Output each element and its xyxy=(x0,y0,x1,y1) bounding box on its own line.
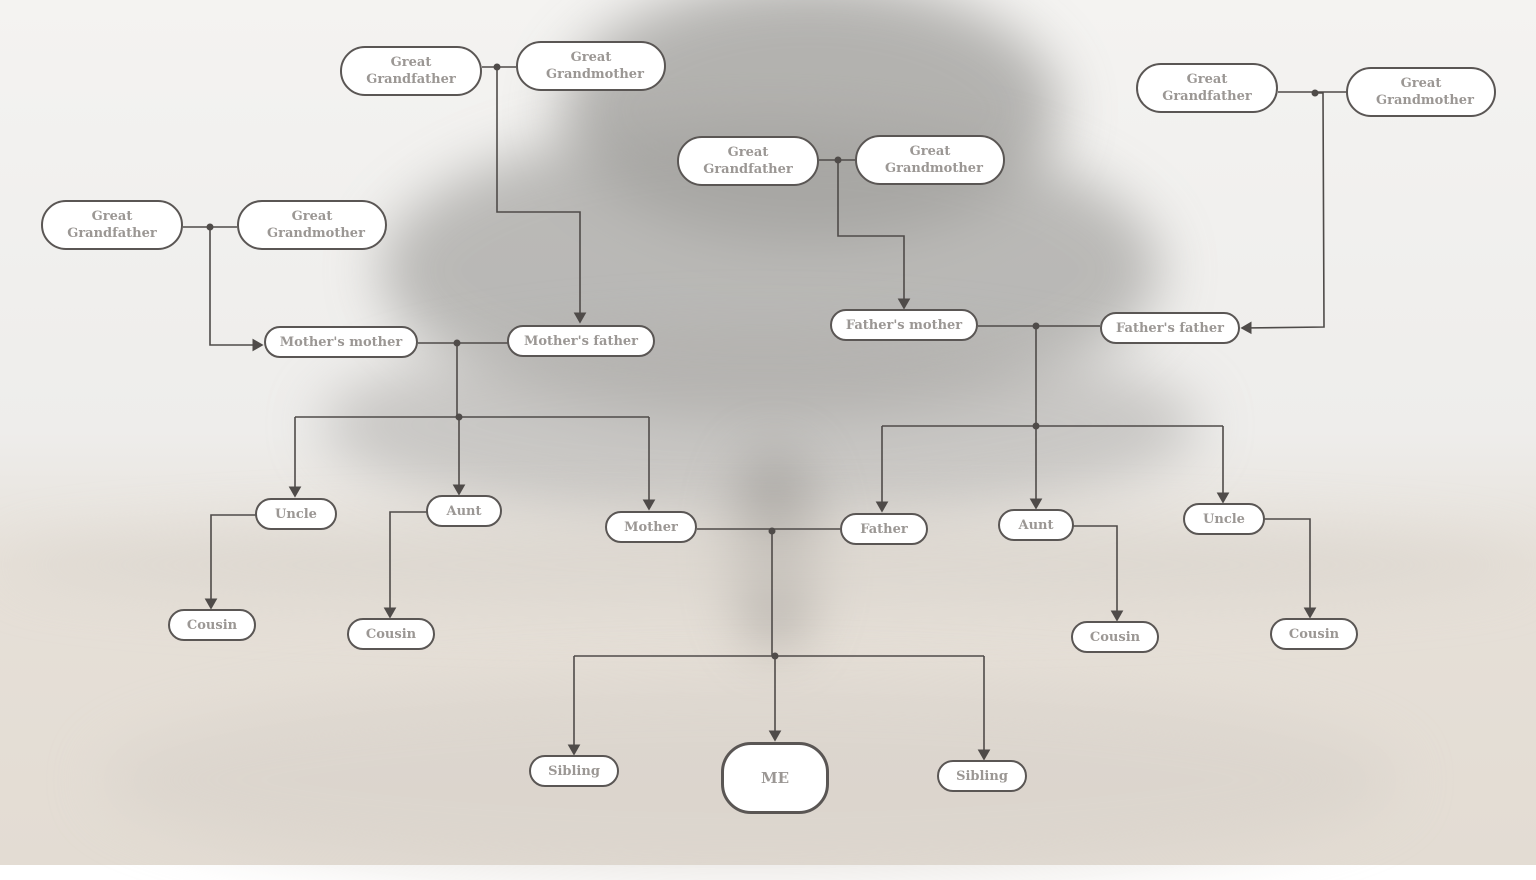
node-great-grandfather[interactable]: Great Grandfather xyxy=(1136,63,1278,113)
node-label: Mother's mother xyxy=(279,334,403,350)
node-sibling[interactable]: Sibling xyxy=(529,755,619,787)
connector xyxy=(496,67,587,324)
node-label: Sibling xyxy=(548,763,600,779)
node-father[interactable]: Father xyxy=(840,513,928,545)
node-aunt[interactable]: Aunt xyxy=(998,509,1074,541)
node-great-grandfather[interactable]: Great Grandfather xyxy=(340,46,482,96)
connector xyxy=(837,160,911,310)
node-label: Cousin xyxy=(365,626,417,642)
node-label: Cousin xyxy=(1288,626,1340,642)
node-label: Mother's father xyxy=(523,333,639,349)
node-me[interactable]: ME xyxy=(721,742,829,814)
node-uncle[interactable]: Uncle xyxy=(1183,503,1265,535)
node-great-grandmother[interactable]: Great Grandmother xyxy=(1346,67,1496,117)
connector xyxy=(383,511,427,619)
node-great-grandmother[interactable]: Great Grandmother xyxy=(237,200,387,250)
node-mothers-mother[interactable]: Mother's mother xyxy=(264,326,418,358)
junction-dot xyxy=(1032,322,1040,330)
junction-dot xyxy=(453,339,461,347)
node-great-grandfather[interactable]: Great Grandfather xyxy=(41,200,183,250)
node-label: Great Grandmother xyxy=(1376,76,1474,108)
node-label: Great Grandfather xyxy=(703,145,793,177)
node-label: Mother xyxy=(624,519,678,535)
node-label: Sibling xyxy=(956,768,1008,784)
junction-dot xyxy=(206,223,214,231)
node-cousin[interactable]: Cousin xyxy=(1270,618,1358,650)
node-uncle[interactable]: Uncle xyxy=(255,498,337,530)
node-great-grandmother[interactable]: Great Grandmother xyxy=(855,135,1005,185)
node-label: Uncle xyxy=(275,506,317,522)
node-great-grandfather[interactable]: Great Grandfather xyxy=(677,136,819,186)
node-aunt[interactable]: Aunt xyxy=(426,495,502,527)
node-mothers-father[interactable]: Mother's father xyxy=(507,325,655,357)
junction-dot xyxy=(834,156,842,164)
connector xyxy=(1073,525,1124,622)
node-label: Great Grandfather xyxy=(67,209,157,241)
node-label: Father's father xyxy=(1116,320,1224,336)
node-mother[interactable]: Mother xyxy=(605,511,697,543)
junction-dot xyxy=(493,63,501,71)
node-fathers-father[interactable]: Father's father xyxy=(1100,312,1240,344)
connector xyxy=(1240,92,1325,335)
connector xyxy=(1264,518,1317,619)
node-label: Uncle xyxy=(1203,511,1245,527)
node-label: Aunt xyxy=(1018,517,1054,533)
node-label: ME xyxy=(760,768,790,787)
node-fathers-mother[interactable]: Father's mother xyxy=(830,309,978,341)
junction-dot xyxy=(1311,89,1319,97)
node-label: Great Grandmother xyxy=(546,50,644,82)
junction-dot xyxy=(455,413,463,421)
connector xyxy=(209,227,264,352)
node-cousin[interactable]: Cousin xyxy=(347,618,435,650)
junction-dot xyxy=(768,527,776,535)
node-label: Great Grandmother xyxy=(267,209,365,241)
junction-dot xyxy=(771,652,779,660)
node-label: Father's mother xyxy=(845,317,963,333)
node-cousin[interactable]: Cousin xyxy=(1071,621,1159,653)
junction-dot xyxy=(1032,422,1040,430)
node-label: Aunt xyxy=(446,503,482,519)
node-label: Father xyxy=(860,521,908,537)
connector xyxy=(204,514,256,610)
node-cousin[interactable]: Cousin xyxy=(168,609,256,641)
node-label: Great Grandfather xyxy=(1162,72,1252,104)
node-label: Great Grandmother xyxy=(885,144,983,176)
node-great-grandmother[interactable]: Great Grandmother xyxy=(516,41,666,91)
node-sibling[interactable]: Sibling xyxy=(937,760,1027,792)
node-label: Great Grandfather xyxy=(366,55,456,87)
node-label: Cousin xyxy=(186,617,238,633)
node-label: Cousin xyxy=(1089,629,1141,645)
